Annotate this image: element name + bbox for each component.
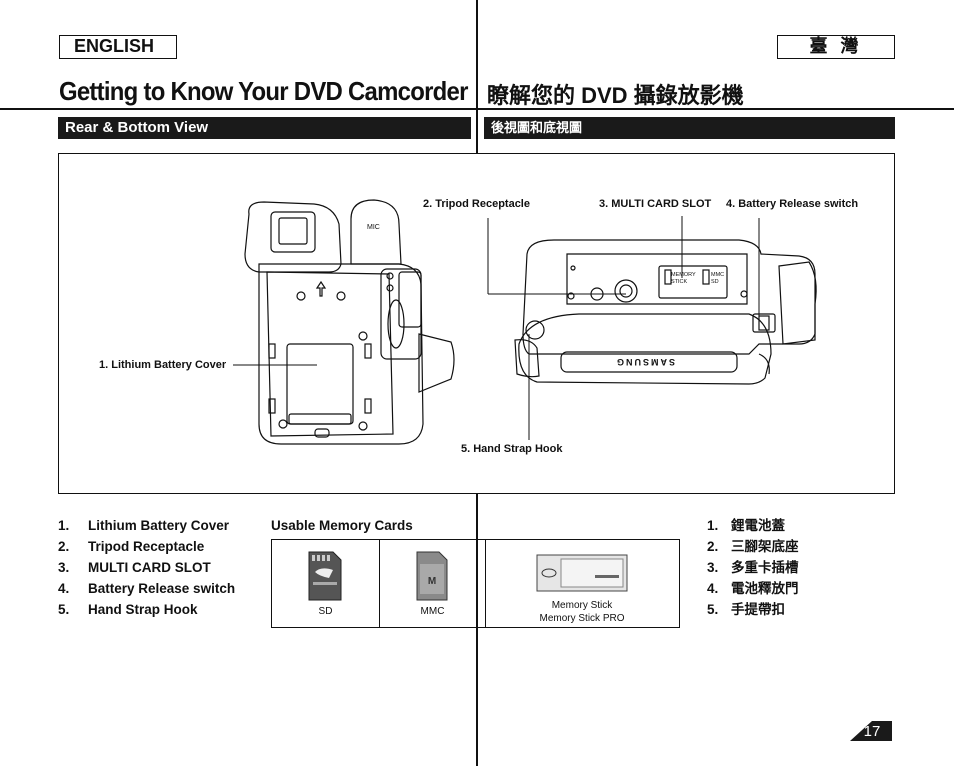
list-item-label: 三腳架底座: [731, 539, 799, 554]
list-item: 1. 鋰電池蓋: [707, 515, 799, 536]
memory-stick-icon: [536, 554, 628, 592]
battery-cover-outline: [286, 343, 354, 425]
list-item-number: 1.: [58, 518, 70, 533]
list-item-number: 5.: [58, 602, 70, 617]
camcorder-illustration: [233, 199, 817, 445]
list-item: 3. 多重卡插槽: [707, 557, 799, 578]
tripod-receptacle-ring: [614, 279, 638, 303]
list-item-label: Tripod Receptacle: [88, 539, 205, 554]
parts-list-chinese: 1. 鋰電池蓋 2. 三腳架底座 3. 多重卡插槽 4. 電池釋放門 5. 手提帶扣: [707, 515, 799, 620]
callout-hand-strap: 5. Hand Strap Hook: [461, 443, 563, 455]
callout-card-slot: 3. MULTI CARD SLOT: [599, 198, 712, 210]
mmc-sd-slot-label: MMC SD: [711, 272, 725, 285]
language-tag-english-label: ENGLISH: [74, 36, 155, 56]
page-badge-shape: [850, 721, 892, 741]
list-item-label: 多重卡插槽: [731, 560, 799, 575]
svg-text:M: M: [428, 576, 436, 587]
strap-brand-label: SAMSUNG: [615, 357, 676, 367]
list-item: 2. Tripod Receptacle: [58, 536, 235, 557]
list-item-label: 鋰電池蓋: [731, 518, 785, 533]
mic-dome: [350, 199, 402, 265]
list-item-number: 3.: [707, 560, 719, 575]
sd-card-icon: [308, 551, 342, 601]
section-title-english: Rear & Bottom View: [65, 119, 209, 136]
card-label-memory-stick-line2: Memory Stick PRO: [539, 613, 625, 624]
list-item-label: MULTI CARD SLOT: [88, 560, 211, 575]
list-item-number: 2.: [58, 539, 70, 554]
mmc-card-icon: M: [416, 551, 448, 601]
list-item: 5. 手提帶扣: [707, 599, 799, 620]
callout-battery-cover: 1. Lithium Battery Cover: [99, 359, 227, 371]
list-item-label: Lithium Battery Cover: [88, 518, 230, 533]
hand-strap: [518, 313, 772, 385]
list-item: 2. 三腳架底座: [707, 536, 799, 557]
mic-label: MIC: [367, 224, 380, 231]
parts-list-english: 1. Lithium Battery Cover 2. Tripod Recepta…: [58, 515, 235, 620]
card-slot-outline: [658, 265, 728, 299]
list-item-label: 手提帶扣: [731, 602, 785, 617]
list-item-number: 4.: [707, 581, 719, 596]
card-label-memory-stick: Memory Stick Memory Stick PRO: [486, 599, 678, 625]
list-item-number: 5.: [707, 602, 719, 617]
page-title-chinese: 瞭解您的 DVD 攝錄放影機: [487, 83, 744, 108]
language-tag-taiwan: 臺 灣: [777, 35, 895, 59]
page-number-badge: 17: [848, 720, 894, 742]
list-item: 3. MULTI CARD SLOT: [58, 557, 235, 578]
page-title-english: Getting to Know Your DVD Camcorder: [59, 76, 468, 106]
page-number: 17: [863, 723, 881, 740]
figure-box: MIC MEMORY STICK MMC SD SAMSUNG 1. Lithi…: [58, 153, 895, 494]
list-item-number: 4.: [58, 581, 70, 596]
list-item-number: 1.: [707, 518, 719, 533]
language-tag-english: ENGLISH: [59, 35, 177, 59]
bottom-body: [522, 239, 816, 355]
section-title-chinese: 後視圖和底視圖: [491, 120, 583, 135]
battery-release-switch-outline: [752, 313, 776, 333]
memory-cards-title: Usable Memory Cards: [271, 518, 413, 533]
memory-stick-slot-label: MEMORY STICK: [671, 272, 696, 285]
callout-tripod: 2. Tripod Receptacle: [423, 198, 530, 210]
card-cell-mmc: M MMC: [380, 540, 486, 627]
list-item-label: Battery Release switch: [88, 581, 236, 596]
callout-battery-release: 4. Battery Release switch: [726, 198, 859, 210]
card-cell-memory-stick: Memory Stick Memory Stick PRO: [486, 540, 678, 627]
memory-cards-table: SD M MMC Memory Stick Memory Stick PRO: [271, 539, 680, 628]
card-label-memory-stick-line1: Memory Stick: [551, 600, 613, 611]
list-item: 4. Battery Release switch: [58, 578, 235, 599]
section-bar-english: Rear & Bottom View: [58, 117, 471, 139]
list-item: 1. Lithium Battery Cover: [58, 515, 235, 536]
list-item-label: Hand Strap Hook: [88, 602, 198, 617]
card-label-mmc: MMC: [420, 606, 445, 617]
title-underline: [0, 108, 954, 110]
list-item-number: 3.: [58, 560, 70, 575]
list-item-number: 2.: [707, 539, 719, 554]
section-bar-chinese: 後視圖和底視圖: [484, 117, 895, 139]
card-cell-sd: SD: [272, 540, 380, 627]
card-label-sd: SD: [318, 606, 333, 617]
list-item: 4. 電池釋放門: [707, 578, 799, 599]
list-item-label: 電池釋放門: [731, 581, 799, 596]
list-item: 5. Hand Strap Hook: [58, 599, 235, 620]
language-tag-taiwan-label: 臺 灣: [809, 36, 863, 56]
